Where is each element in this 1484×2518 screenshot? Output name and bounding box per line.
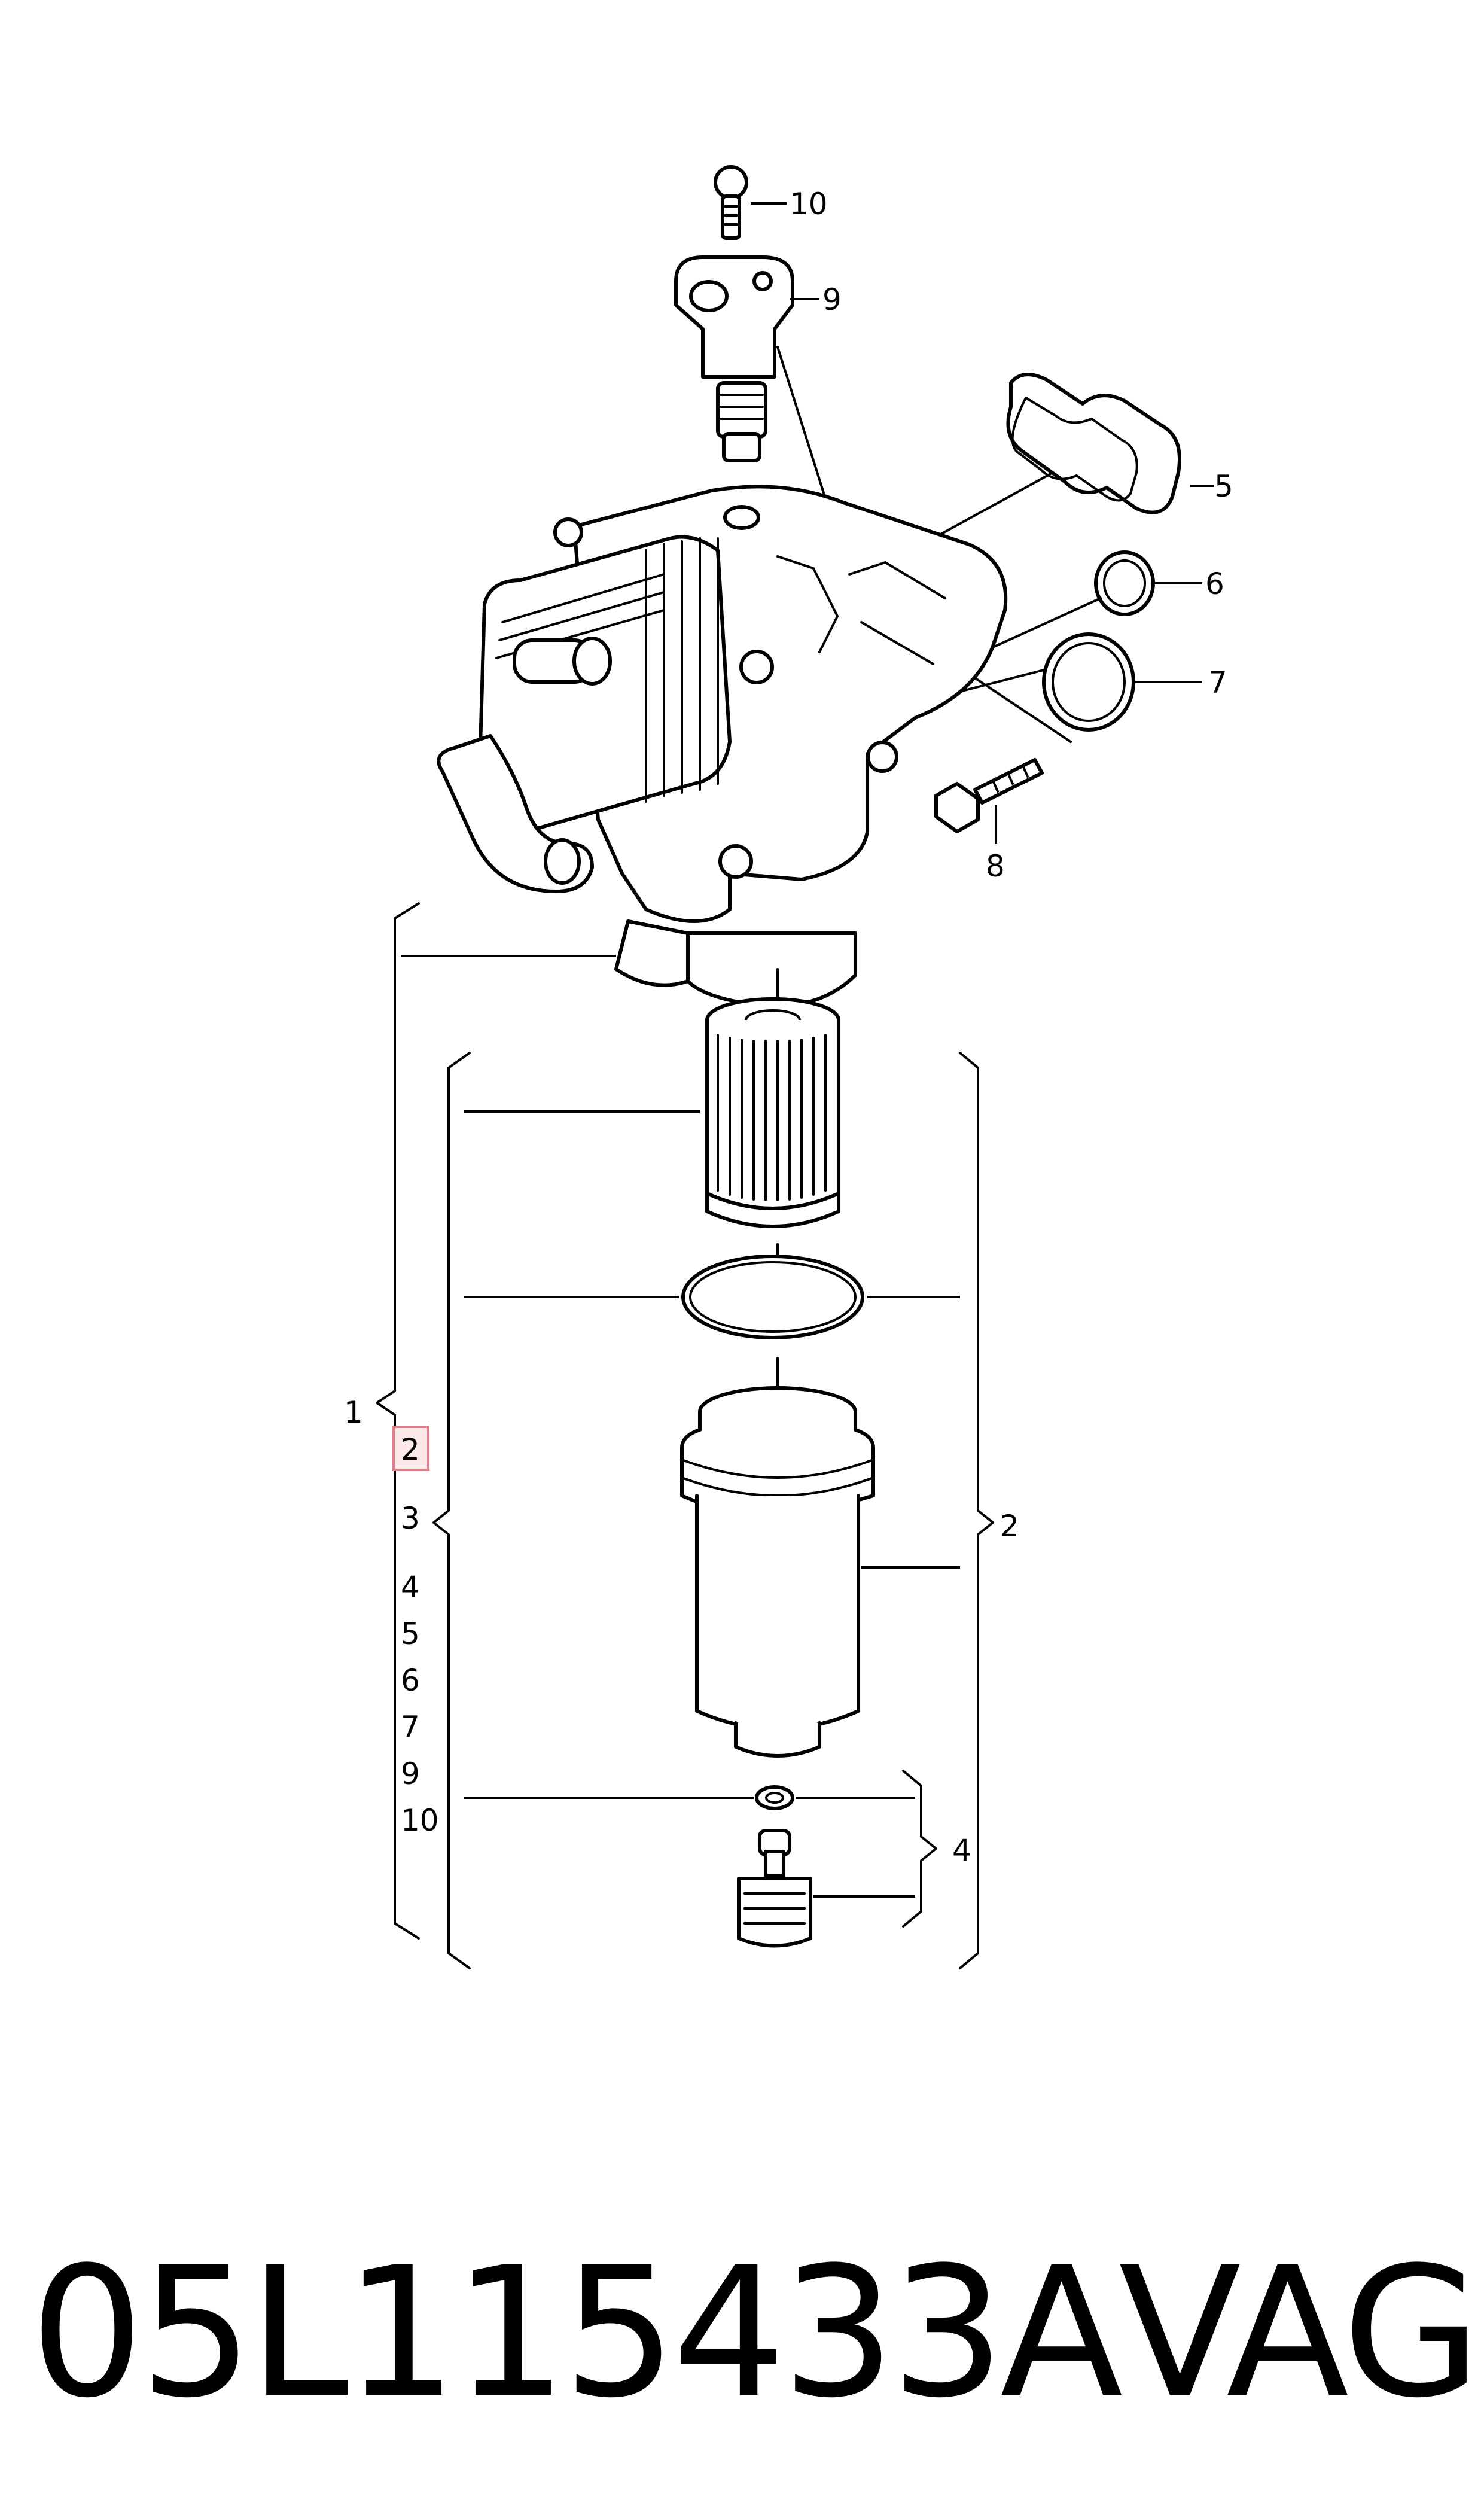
brand-name: VAG: [1119, 2228, 1481, 2437]
index-list: 2 3 4 5 6 7 9 10: [392, 1426, 439, 1838]
index-item: 7: [401, 1710, 420, 1744]
drain-plug-seal: [755, 1785, 794, 1810]
bracket-4: [902, 1770, 937, 1928]
index-item: 10: [401, 1803, 439, 1838]
callout-2-right: 2: [1000, 1509, 1019, 1543]
callout-7: 7: [1208, 665, 1227, 700]
callout-8: 8: [986, 849, 1005, 884]
footer-caption: 05L115433A VAG: [30, 2213, 1481, 2453]
index-item: 5: [401, 1616, 420, 1651]
part-number: 05L115433A: [30, 2228, 1123, 2437]
part-9-valve: [674, 255, 794, 462]
index-item: 9: [401, 1756, 420, 1791]
part-6-o-ring: [1094, 550, 1155, 616]
bracket-1: [376, 902, 420, 1940]
filter-element: [705, 997, 840, 1228]
index-item: 6: [401, 1663, 420, 1698]
index-item: 3: [401, 1501, 420, 1536]
callout-1: 1: [344, 1395, 363, 1430]
callout-6: 6: [1205, 567, 1224, 601]
index-highlight: [392, 1426, 429, 1471]
callout-9: 9: [822, 282, 842, 317]
part-8-screw: [934, 758, 1044, 833]
callout-10: 10: [790, 187, 828, 221]
part-5-gasket: [1006, 373, 1181, 514]
bracket-2: [959, 1052, 994, 1969]
oil-filter-housing: [437, 485, 1008, 1008]
drain-plug: [737, 1829, 812, 1948]
callout-5: 5: [1214, 469, 1233, 504]
filter-cap-seal: [681, 1255, 864, 1339]
callout-4-right: 4: [952, 1833, 971, 1868]
index-item: 4: [401, 1570, 420, 1604]
part-7-o-ring: [1042, 632, 1135, 732]
index-item: 2: [401, 1432, 420, 1467]
filter-cap: [680, 1386, 875, 1758]
bracket-3: [432, 1052, 471, 1969]
part-10-bolt: [714, 165, 748, 240]
